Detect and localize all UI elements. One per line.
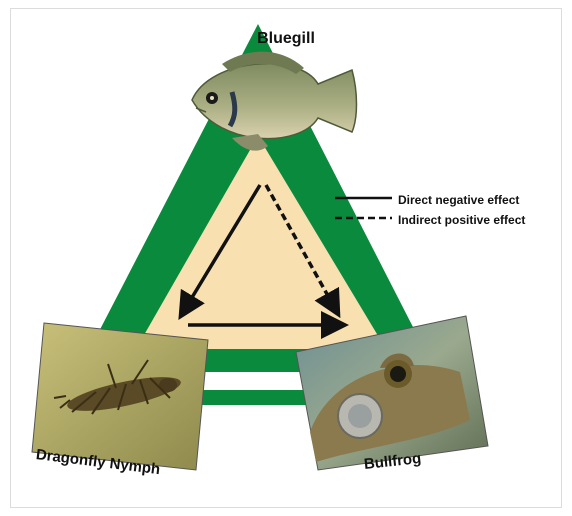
legend-indirect-label: Indirect positive effect (398, 213, 525, 227)
bluegill-label: Bluegill (0, 30, 572, 48)
legend-direct-label: Direct negative effect (398, 193, 519, 207)
